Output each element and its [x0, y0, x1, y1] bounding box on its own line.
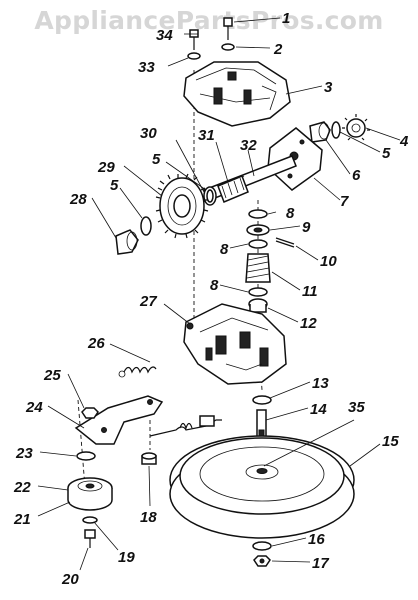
- callout-18: 18: [140, 509, 157, 526]
- part-6-bushing: [309, 121, 331, 143]
- callout-35: 35: [348, 399, 365, 416]
- callout-22: 22: [13, 479, 31, 496]
- part-25-nut: [81, 407, 99, 419]
- part-3-upper-housing: [183, 61, 291, 127]
- callout-29: 29: [97, 159, 115, 176]
- part-12-bushing: [248, 298, 268, 313]
- callout-3: 3: [324, 79, 333, 96]
- part-27-lower-housing: [183, 303, 287, 385]
- callout-7: 7: [340, 193, 349, 210]
- part-26-spring: [118, 366, 157, 378]
- callout-33: 33: [138, 59, 155, 76]
- part-34-screw: [189, 29, 199, 50]
- part-29-spur-gear: [155, 173, 209, 239]
- part-15-pulley: [169, 435, 355, 539]
- callout-21: 21: [13, 511, 31, 528]
- callout-13: 13: [312, 375, 329, 392]
- part-4-sprocket: [342, 114, 370, 141]
- callout-23: 23: [15, 445, 33, 462]
- leader-lines: [37, 17, 401, 571]
- part-23-washer: [76, 451, 96, 461]
- part-19-spacer: [82, 516, 98, 524]
- part-24-bracket: [74, 395, 164, 445]
- callout-labels: 1 2 3 4 5 5 5 6 7 8 8 8 9 10 11 12 13 14…: [13, 10, 409, 588]
- part-22-idler-pulley: [67, 477, 113, 511]
- part-17-nut: [253, 555, 271, 567]
- callout-2: 2: [273, 41, 283, 58]
- part-20-bolt: [84, 529, 96, 548]
- callout-20: 20: [61, 571, 79, 588]
- callout-4: 4: [399, 133, 409, 150]
- callout-5-left: 5: [110, 177, 119, 194]
- callout-28: 28: [69, 191, 87, 208]
- cable-linkage: [149, 415, 222, 437]
- callout-9: 9: [302, 219, 311, 236]
- callout-27: 27: [139, 293, 157, 310]
- part-13-washer: [252, 395, 272, 405]
- part-11-worm-gear: [245, 253, 271, 283]
- callout-10: 10: [320, 253, 337, 270]
- callout-24: 24: [25, 399, 43, 416]
- part-8-washer-bottom: [248, 287, 268, 297]
- part-5-washer-right: [331, 121, 341, 139]
- part-28-bushing: [115, 229, 139, 255]
- callout-34: 34: [156, 27, 173, 44]
- callout-1: 1: [282, 10, 290, 27]
- callout-30: 30: [140, 125, 157, 142]
- callout-17: 17: [312, 555, 329, 572]
- part-31-worm-gear: [217, 175, 249, 203]
- part-33-lockwasher: [187, 52, 201, 60]
- callout-11: 11: [302, 283, 318, 300]
- callout-26: 26: [87, 335, 105, 352]
- part-2-washer: [221, 43, 235, 51]
- part-8-washer-top: [248, 209, 268, 219]
- part-8-washer-middle: [248, 239, 268, 249]
- callout-5-center: 5: [152, 151, 161, 168]
- callout-16: 16: [308, 531, 325, 548]
- callout-8-bottom: 8: [210, 277, 219, 294]
- callout-14: 14: [310, 401, 327, 418]
- callout-32: 32: [240, 137, 257, 154]
- callout-8-middle: 8: [220, 241, 229, 258]
- part-1-bolt: [223, 17, 233, 40]
- callout-25: 25: [43, 367, 61, 384]
- callout-12: 12: [300, 315, 317, 332]
- part-16-washer: [252, 541, 272, 551]
- part-18-bushing: [141, 452, 157, 465]
- part-9-bearing: [246, 224, 270, 236]
- part-5-washer-left: [140, 216, 152, 236]
- callout-5-right: 5: [382, 145, 391, 162]
- part-10-pin: [275, 237, 295, 248]
- callout-8-top: 8: [286, 205, 295, 222]
- part-5-washer-center: [206, 189, 214, 203]
- callout-6: 6: [352, 167, 361, 184]
- callout-15: 15: [382, 433, 399, 450]
- watermark: AppliancePartsPros.com: [34, 6, 384, 35]
- callout-31: 31: [198, 127, 215, 144]
- callout-19: 19: [118, 549, 135, 566]
